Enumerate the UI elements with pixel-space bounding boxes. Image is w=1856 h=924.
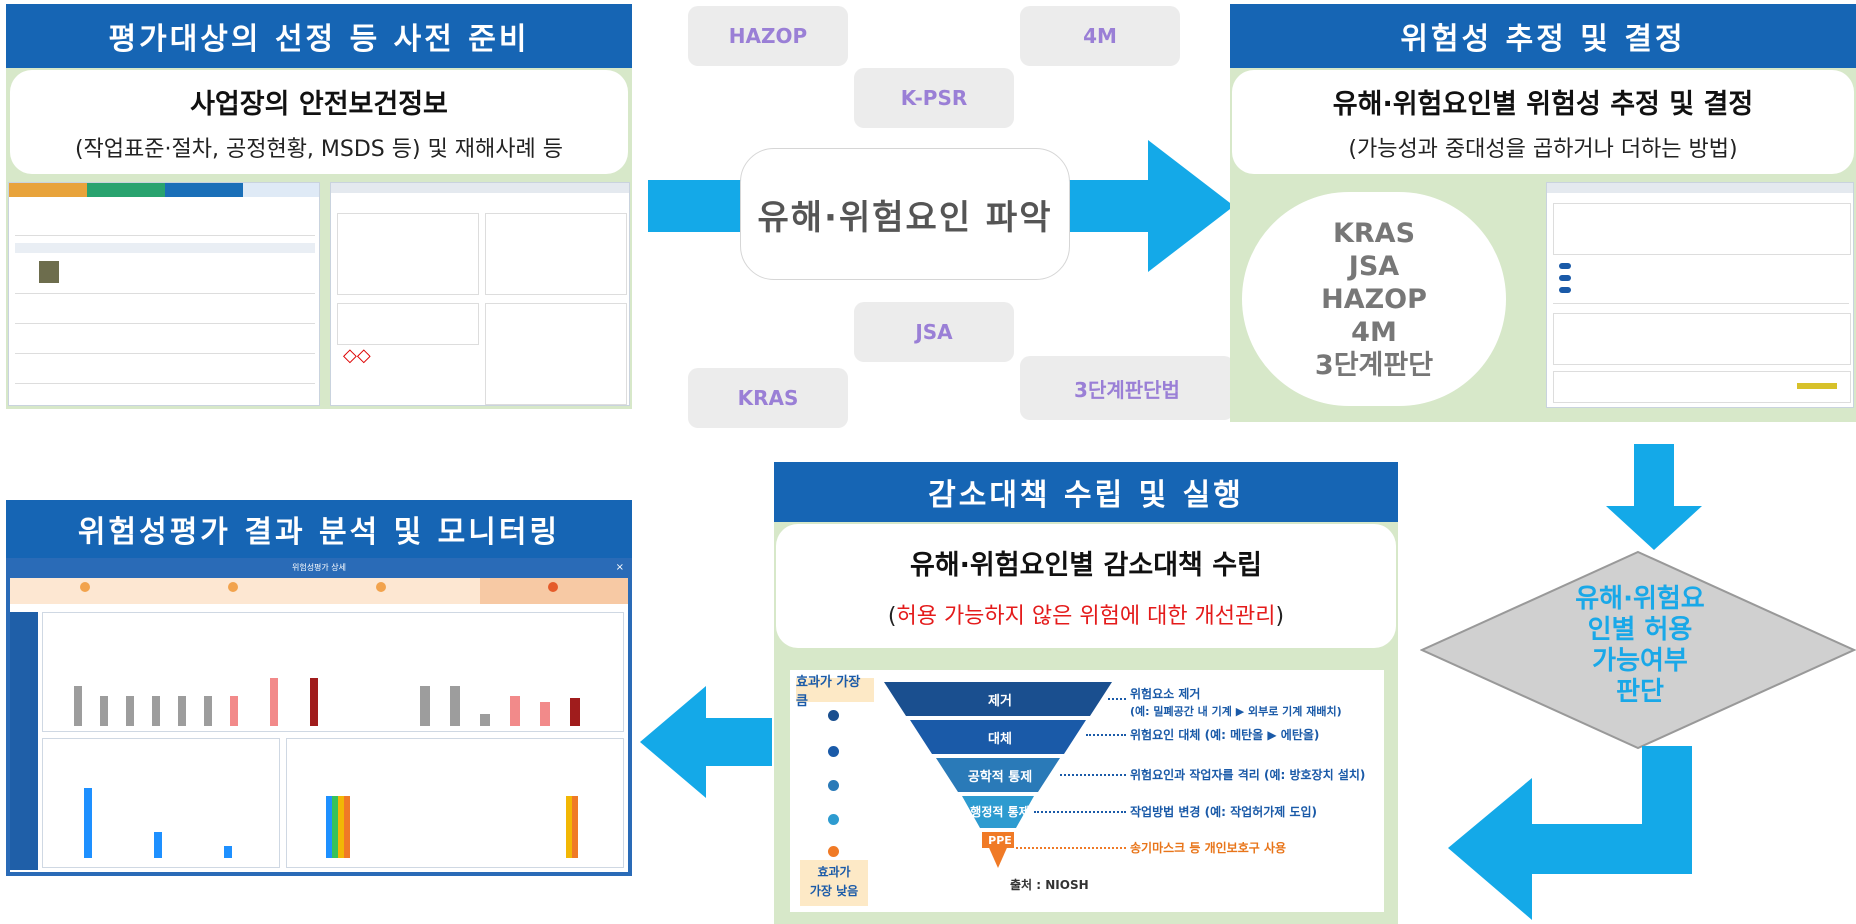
step3-subtitle-red: 허용 가능하지 않은 위험에 대한 개선관리 <box>896 603 1276 629</box>
dashboard-body <box>10 578 628 872</box>
step4-header: 위험성평가 결과 분석 및 모니터링 <box>6 500 632 558</box>
level-dot <box>828 710 839 721</box>
control-pyramid <box>884 682 1112 868</box>
level-desc-ppe: 송기마스크 등 개인보호구 사용 <box>1130 841 1287 855</box>
step4-dashboard: 위험성평가 상세 × <box>6 558 632 876</box>
effect-high-label: 효과가 가장 큼 <box>796 675 874 709</box>
step2-panel: 위험성 추정 및 결정 유해·위험요인별 위험성 추정 및 결정 (가능성과 중… <box>1230 4 1856 422</box>
level-name-administrative: 행정적 통제 <box>970 805 1030 819</box>
level-dot <box>828 746 839 757</box>
step1-subtitle: (작업표준·절차, 공정현황, MSDS 등) 및 재해사례 등 <box>74 136 564 162</box>
method-4m: 4M <box>1351 316 1397 348</box>
method-jsa: JSA <box>1348 250 1400 282</box>
step3-info-card: 유해·위험요인별 감소대책 수립 (허용 가능하지 않은 위험에 대한 개선관리… <box>776 524 1396 648</box>
decision-diamond <box>1420 550 1856 750</box>
step2-header: 위험성 추정 및 결정 <box>1230 4 1856 68</box>
connector <box>1034 811 1126 813</box>
step1-info-card: 사업장의 안전보건정보 (작업표준·절차, 공정현황, MSDS 등) 및 재해… <box>10 70 628 174</box>
connector <box>1016 847 1126 849</box>
step4-header-text: 위험성평가 결과 분석 및 모니터링 <box>77 515 561 550</box>
level-desc-engineering: 위험요인과 작업자를 격리 (예: 방호장치 설치) <box>1130 768 1366 782</box>
step1-header: 평가대상의 선정 등 사전 준비 <box>6 4 632 68</box>
level-desc-administrative: 작업방법 변경 (예: 작업허가제 도입) <box>1130 805 1318 819</box>
hierarchy-of-controls: 효과가 가장 큼 효과가 가장 낮음 제거 대체 공학적 통제 행정적 통제 P… <box>790 670 1384 912</box>
tool-kras: KRAS <box>688 368 848 428</box>
step1-title: 사업장의 안전보건정보 <box>190 88 448 120</box>
step2-title: 유해·위험요인별 위험성 추정 및 결정 <box>1332 88 1754 120</box>
effect-low-label: 효과가 가장 낮음 <box>800 860 868 906</box>
level-dot <box>828 814 839 825</box>
connector <box>1086 734 1126 736</box>
step3-header-text: 감소대책 수립 및 실행 <box>928 478 1244 513</box>
step2-methods-oval: KRAS JSA HAZOP 4M 3단계판단 <box>1242 192 1506 406</box>
level-name-eliminate: 제거 <box>988 694 1012 709</box>
step3-subtitle: (허용 가능하지 않은 위험에 대한 개선관리) <box>887 603 1285 629</box>
level-name-substitute: 대체 <box>988 732 1012 747</box>
step1-panel: 평가대상의 선정 등 사전 준비 사업장의 안전보건정보 (작업표준·절차, 공… <box>6 4 632 409</box>
method-kras: KRAS <box>1332 217 1416 249</box>
close-icon[interactable]: × <box>615 562 624 573</box>
step1-header-text: 평가대상의 선정 등 사전 준비 <box>108 22 530 57</box>
level-desc-substitute: 위험요인 대체 (예: 메탄올 ▶ 에탄올) <box>1130 728 1320 742</box>
level-name-engineering: 공학적 통제 <box>967 770 1033 785</box>
step4-panel: 위험성평가 결과 분석 및 모니터링 위험성평가 상세 × <box>6 500 632 876</box>
tool-4m: 4M <box>1020 6 1180 66</box>
connector <box>1060 774 1126 776</box>
step2-info-card: 유해·위험요인별 위험성 추정 및 결정 (가능성과 중대성을 곱하거나 더하는… <box>1232 70 1854 174</box>
step1-screenshot-right: ◇◇ <box>330 182 630 406</box>
hazard-pictogram-icon: ◇◇ <box>343 345 371 366</box>
level-dot <box>828 780 839 791</box>
step3-header: 감소대책 수립 및 실행 <box>774 462 1398 522</box>
decision-text: 유해·위험요 인별 허용 가능여부 판단 <box>1575 584 1705 707</box>
level-name-ppe: PPE <box>988 834 1012 847</box>
dashboard-titlebar: 위험성평가 상세 × <box>291 562 624 573</box>
step3-title: 유해·위험요인별 감소대책 수립 <box>910 549 1262 581</box>
step2-subtitle: (가능성과 중대성을 곱하거나 더하는 방법) <box>1348 136 1738 162</box>
level-desc-eliminate: 위험요소 제거 (예: 밀폐공간 내 기계 ▶ 외부로 기계 재배치) <box>1130 687 1342 718</box>
method-3step: 3단계판단 <box>1314 349 1434 381</box>
step1-screenshot-left <box>8 182 320 406</box>
method-hazop: HAZOP <box>1321 283 1427 315</box>
tool-3step: 3단계판단법 <box>1020 356 1234 420</box>
left-arrow-bottom <box>640 686 772 798</box>
hazard-identification-card: 유해·위험요인 파악 <box>740 148 1070 280</box>
bent-arrow-left <box>1448 746 1692 920</box>
hazard-identification-text: 유해·위험요인 파악 <box>757 197 1053 238</box>
step2-header-text: 위험성 추정 및 결정 <box>1400 22 1686 57</box>
level-dot <box>828 846 839 857</box>
tool-hazop: HAZOP <box>688 6 848 66</box>
connector <box>1108 698 1126 700</box>
down-arrow <box>1606 444 1702 550</box>
tool-k-psr: K-PSR <box>854 68 1014 128</box>
dashboard-sidebar <box>10 612 38 870</box>
tool-jsa: JSA <box>854 302 1014 362</box>
step3-panel: 감소대책 수립 및 실행 유해·위험요인별 감소대책 수립 (허용 가능하지 않… <box>774 462 1398 924</box>
step2-screenshot <box>1546 182 1854 408</box>
niosh-source: 출처 : NIOSH <box>1010 878 1089 892</box>
